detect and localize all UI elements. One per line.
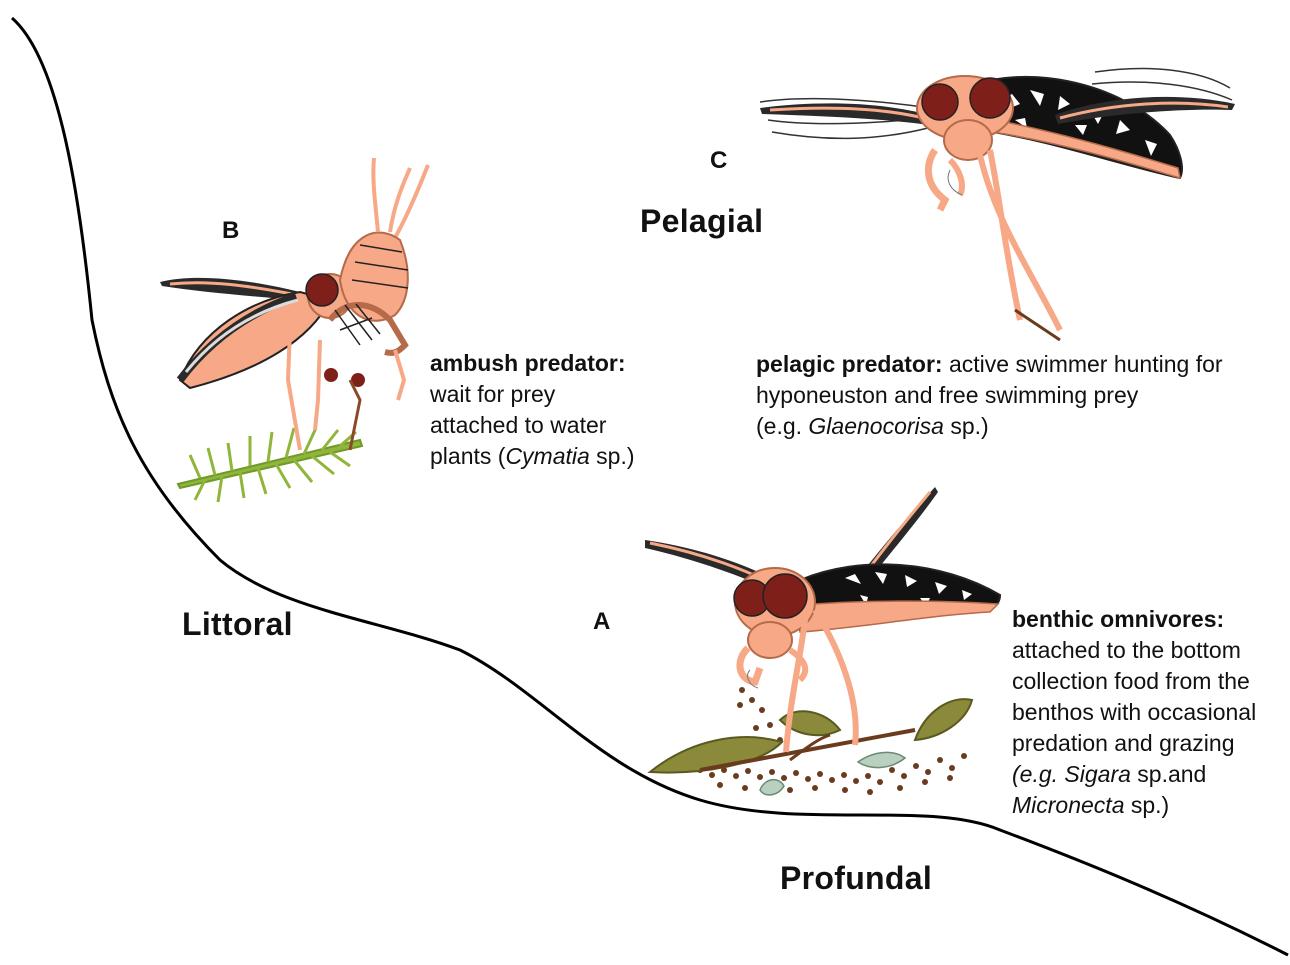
description-c-heading-rest: active swimmer hunting for [943,351,1223,377]
description-b-example: plants (Cymatia sp.) [430,441,635,472]
zone-label-littoral: Littoral [182,606,293,643]
water-plant-illustration [178,428,362,502]
description-c-line-1: hyponeuston and free swimming prey [756,380,1223,411]
description-c: pelagic predator: active swimmer hunting… [756,349,1223,442]
description-a-line-2: collection food from the [1012,666,1256,697]
insect-b-ambush-predator [160,158,428,502]
description-a-line-4: predation and grazing [1012,728,1256,759]
insect-a-benthic-omnivore [645,487,1000,795]
description-a-example-2: Micronecta sp.) [1012,790,1256,821]
panel-letter-b: B [222,217,239,245]
description-b-heading: ambush predator: [430,350,626,376]
taxon-sigara: Sigara [1064,761,1130,787]
description-b: ambush predator: wait for prey attached … [430,348,635,472]
description-a: benthic omnivores: attached to the botto… [1012,604,1256,821]
description-a-example-1: (e.g. Sigara sp.and [1012,759,1256,790]
description-a-line-3: benthos with occasional [1012,697,1256,728]
panel-letter-a: A [593,608,610,636]
description-c-heading: pelagic predator: [756,351,943,377]
insect-c-pelagic-predator [760,69,1235,340]
taxon-micronecta: Micronecta [1012,792,1124,818]
zone-label-profundal: Profundal [780,860,932,897]
panel-letter-c: C [710,147,727,175]
taxon-cymatia: Cymatia [505,443,589,469]
taxon-glaenocorisa: Glaenocorisa [808,413,944,439]
description-b-line-1: wait for prey [430,379,635,410]
description-a-line-1: attached to the bottom [1012,635,1256,666]
description-a-heading: benthic omnivores: [1012,606,1224,632]
description-c-example: (e.g. Glaenocorisa sp.) [756,411,1223,442]
zone-label-pelagial: Pelagial [640,203,763,240]
description-b-line-2: attached to water [430,410,635,441]
